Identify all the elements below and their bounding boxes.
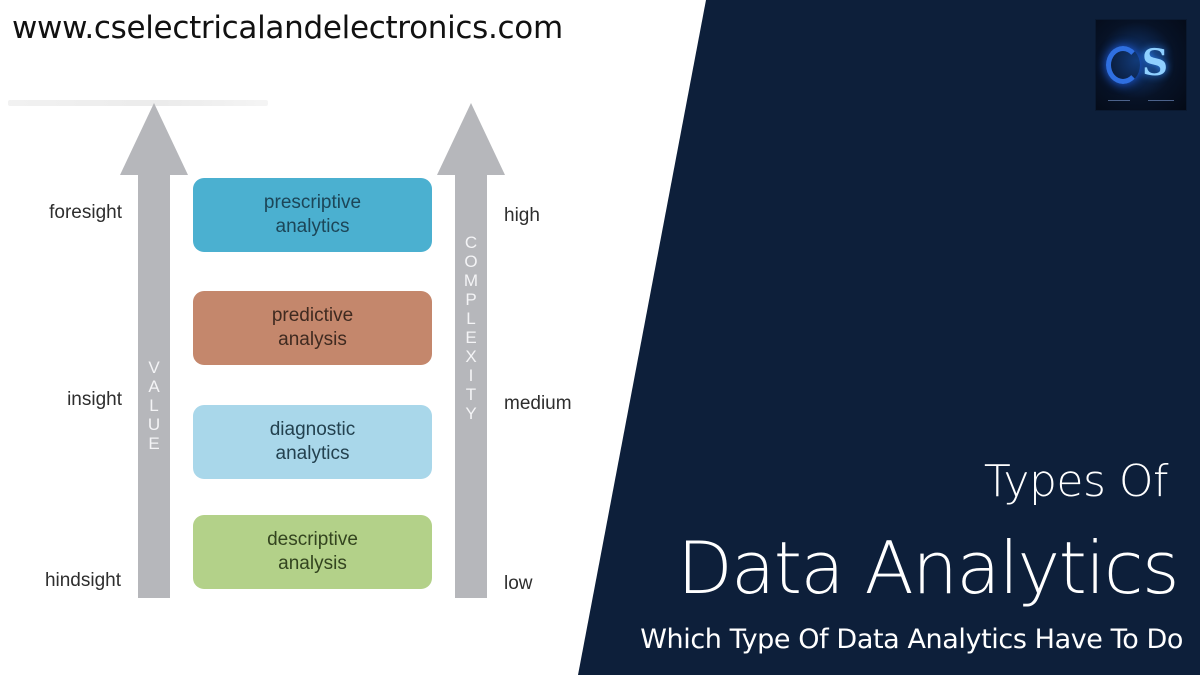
value-level-hindsight: hindsight (44, 570, 121, 591)
cs-logo: S (1095, 19, 1187, 111)
stage-label-line2: analysis (278, 329, 347, 350)
value-level-insight: insight (67, 389, 122, 410)
axis-letter: P (465, 290, 477, 309)
axis-letter: X (465, 347, 477, 366)
logo-c-glyph-icon (1106, 46, 1140, 84)
axis-letter: E (148, 434, 160, 453)
website-url: www.cselectricalandelectronics.com (12, 10, 563, 46)
value-axis-label: V A L U E (148, 358, 160, 453)
axis-letter: U (147, 415, 161, 434)
stage-prescriptive-analytics: prescriptive analytics (193, 178, 432, 252)
stage-label-line2: analytics (275, 443, 350, 464)
complexity-arrow-shaft: C O M P L E X I T Y (455, 173, 487, 598)
title-data-analytics: Data Analytics (677, 526, 1179, 610)
stage-label-line1: diagnostic (269, 419, 356, 440)
logo-signature-left (1108, 95, 1130, 101)
axis-letter: L (466, 309, 476, 328)
arrow-head-icon (120, 103, 188, 175)
value-arrow-shaft: V A L U E (138, 173, 170, 598)
axis-letter: O (464, 252, 478, 271)
complexity-level-medium: medium (504, 393, 572, 414)
arrow-head-icon (437, 103, 505, 175)
stage-diagnostic-analytics: diagnostic analytics (193, 405, 432, 479)
complexity-level-high: high (504, 205, 540, 226)
axis-letter: T (465, 385, 477, 404)
axis-letter: M (463, 271, 479, 290)
axis-letter: L (149, 396, 159, 415)
value-level-foresight: foresight (49, 202, 122, 223)
complexity-arrow: C O M P L E X I T Y (437, 103, 505, 598)
axis-letter: E (465, 328, 477, 347)
axis-letter: Y (465, 404, 477, 423)
complexity-axis-label: C O M P L E X I T Y (464, 233, 478, 423)
stage-label-line1: predictive (271, 305, 354, 326)
stage-predictive-analysis: predictive analysis (193, 291, 432, 365)
axis-letter: C (464, 233, 478, 252)
stage-label-line1: descriptive (267, 529, 358, 550)
stage-label-line1: prescriptive (263, 192, 362, 213)
axis-letter: A (148, 377, 160, 396)
stage-descriptive-analysis: descriptive analysis (193, 515, 432, 589)
complexity-level-low: low (504, 573, 533, 594)
stage-label-line2: analytics (275, 216, 350, 237)
logo-s-glyph-icon: S (1142, 42, 1168, 84)
logo-signature-right (1148, 95, 1174, 101)
stage-label-line2: analysis (278, 553, 347, 574)
axis-letter: V (148, 358, 160, 377)
subtitle: Which Type Of Data Analytics Have To Do (640, 624, 1183, 655)
axis-letter: I (468, 366, 474, 385)
value-arrow: V A L U E (120, 103, 188, 598)
title-types-of: Types Of (983, 456, 1169, 507)
